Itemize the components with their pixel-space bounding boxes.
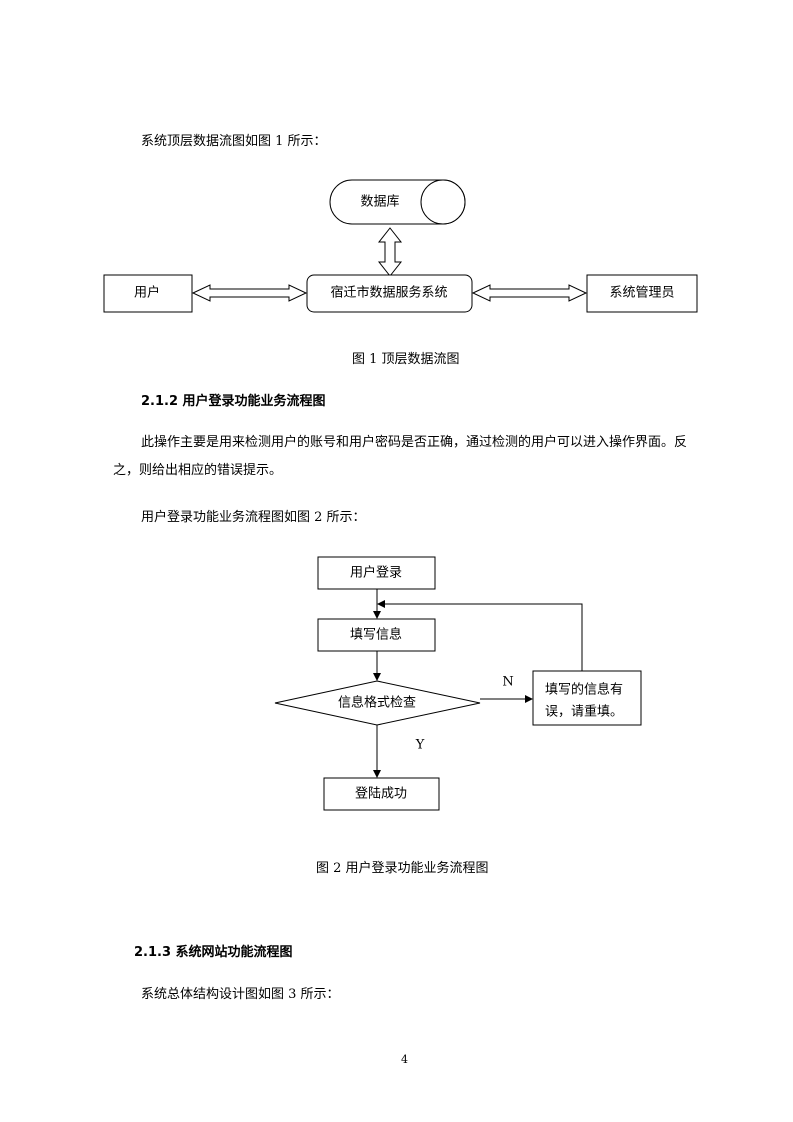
success-node <box>323 777 440 811</box>
user-node <box>103 274 193 313</box>
section-2-1-2-paragraph: 此操作主要是用来检测用户的账号和用户密码是否正确，通过检测的用户可以进入操作界面… <box>113 435 688 478</box>
error-label-line2: 误，请重填。 <box>545 704 623 720</box>
success-label: 登陆成功 <box>355 786 407 802</box>
db-system-double-arrow <box>377 227 403 277</box>
system-node <box>306 274 473 313</box>
user-label: 用户 <box>134 285 160 301</box>
database-label: 数据库 <box>360 194 399 210</box>
check-label: 信息格式检查 <box>338 695 416 711</box>
database-node: 数据库 <box>329 179 466 225</box>
figure-2-caption: 图 2 用户登录功能业务流程图 <box>316 861 489 876</box>
section-2-1-2-heading: 2.1.2 用户登录功能业务流程图 <box>141 394 326 409</box>
fill-label: 填写信息 <box>350 627 402 643</box>
intro-text-fig2: 用户登录功能业务流程图如图 2 所示： <box>141 510 366 525</box>
error-label-line1: 填写的信息有 <box>545 682 623 698</box>
figure-2-diagram: 用户登录 填写信息 信息格式检查 N 填写的信息有 误，请重填。 Y 登陆成功 <box>274 556 642 811</box>
page-number: 4 <box>401 1053 408 1066</box>
figure-1-caption: 图 1 顶层数据流图 <box>352 352 460 367</box>
intro-text-fig3: 系统总体结构设计图如图 3 所示： <box>141 987 340 1002</box>
section-2-1-3-heading: 2.1.3 系统网站功能流程图 <box>134 945 293 960</box>
error-node <box>532 670 642 726</box>
label-yes: Y <box>415 738 425 753</box>
admin-label: 系统管理员 <box>609 286 674 301</box>
system-admin-double-arrow <box>471 284 588 302</box>
system-label: 宿迁市数据服务系统 <box>330 285 447 301</box>
arrow-error-loop-back <box>377 600 583 671</box>
user-system-double-arrow <box>191 284 308 302</box>
login-label: 用户登录 <box>350 565 402 581</box>
intro-text-fig1: 系统顶层数据流图如图 1 所示： <box>141 134 327 149</box>
admin-node <box>586 274 698 313</box>
label-no: N <box>502 675 513 690</box>
